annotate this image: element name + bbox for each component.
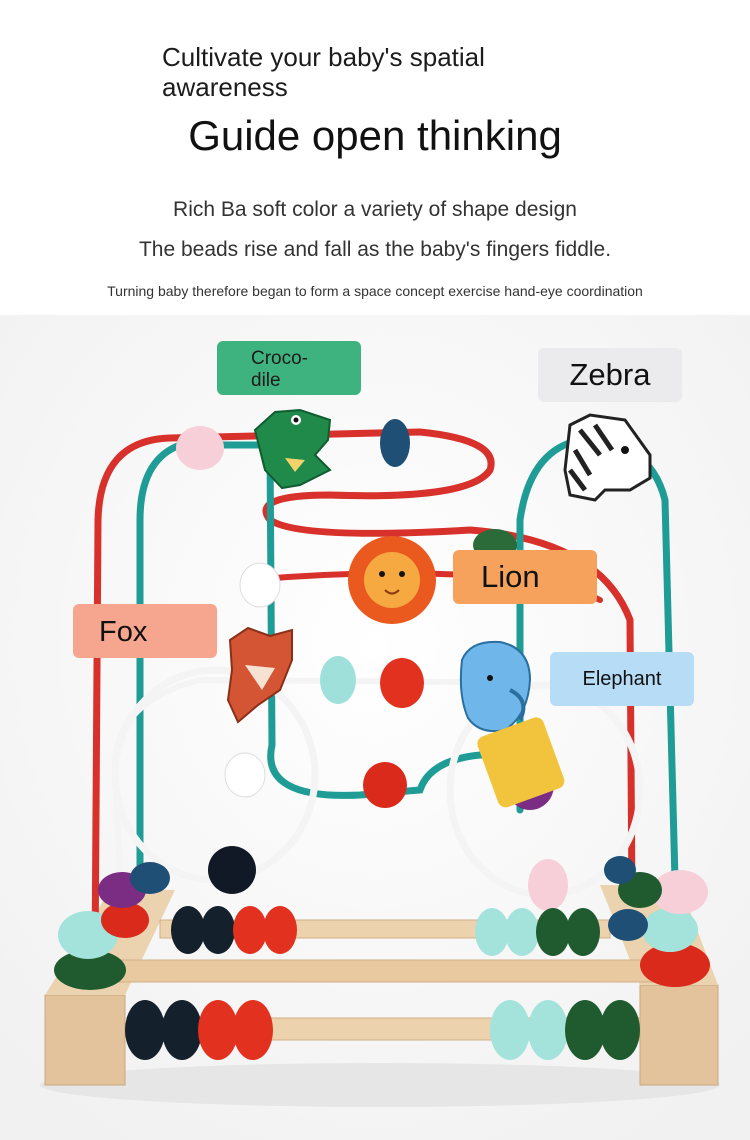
zebra-bead (563, 413, 652, 502)
description-line-3: Turning baby therefore began to form a s… (107, 283, 643, 299)
description-line-2: The beads rise and fall as the baby's fi… (138, 238, 612, 261)
crocodile-label-text: Croco- dile (251, 348, 309, 391)
lion-label: Lion (453, 550, 597, 604)
bead-maze-toy-photo: Croco- dile Zebra Lion Fox Elephant (0, 315, 750, 1140)
description-line-1: Rich Ba soft color a variety of shape de… (173, 198, 577, 221)
crocodile-label: Croco- dile (217, 341, 361, 395)
subtitle: Cultivate your baby's spatial awareness (162, 42, 485, 102)
zebra-label: Zebra (538, 348, 682, 402)
elephant-bead (459, 640, 565, 808)
lion-bead (348, 536, 436, 624)
fox-bead (226, 626, 293, 724)
wire-loops (91, 428, 679, 964)
bead-maze-illustration (0, 315, 750, 1140)
page-title: Guide open thinking (188, 112, 562, 159)
crocodile-bead (253, 408, 332, 490)
abacus-beads (125, 906, 640, 1060)
elephant-label: Elephant (550, 652, 694, 706)
stacked-beads (54, 856, 710, 990)
fox-label: Fox (73, 604, 217, 658)
